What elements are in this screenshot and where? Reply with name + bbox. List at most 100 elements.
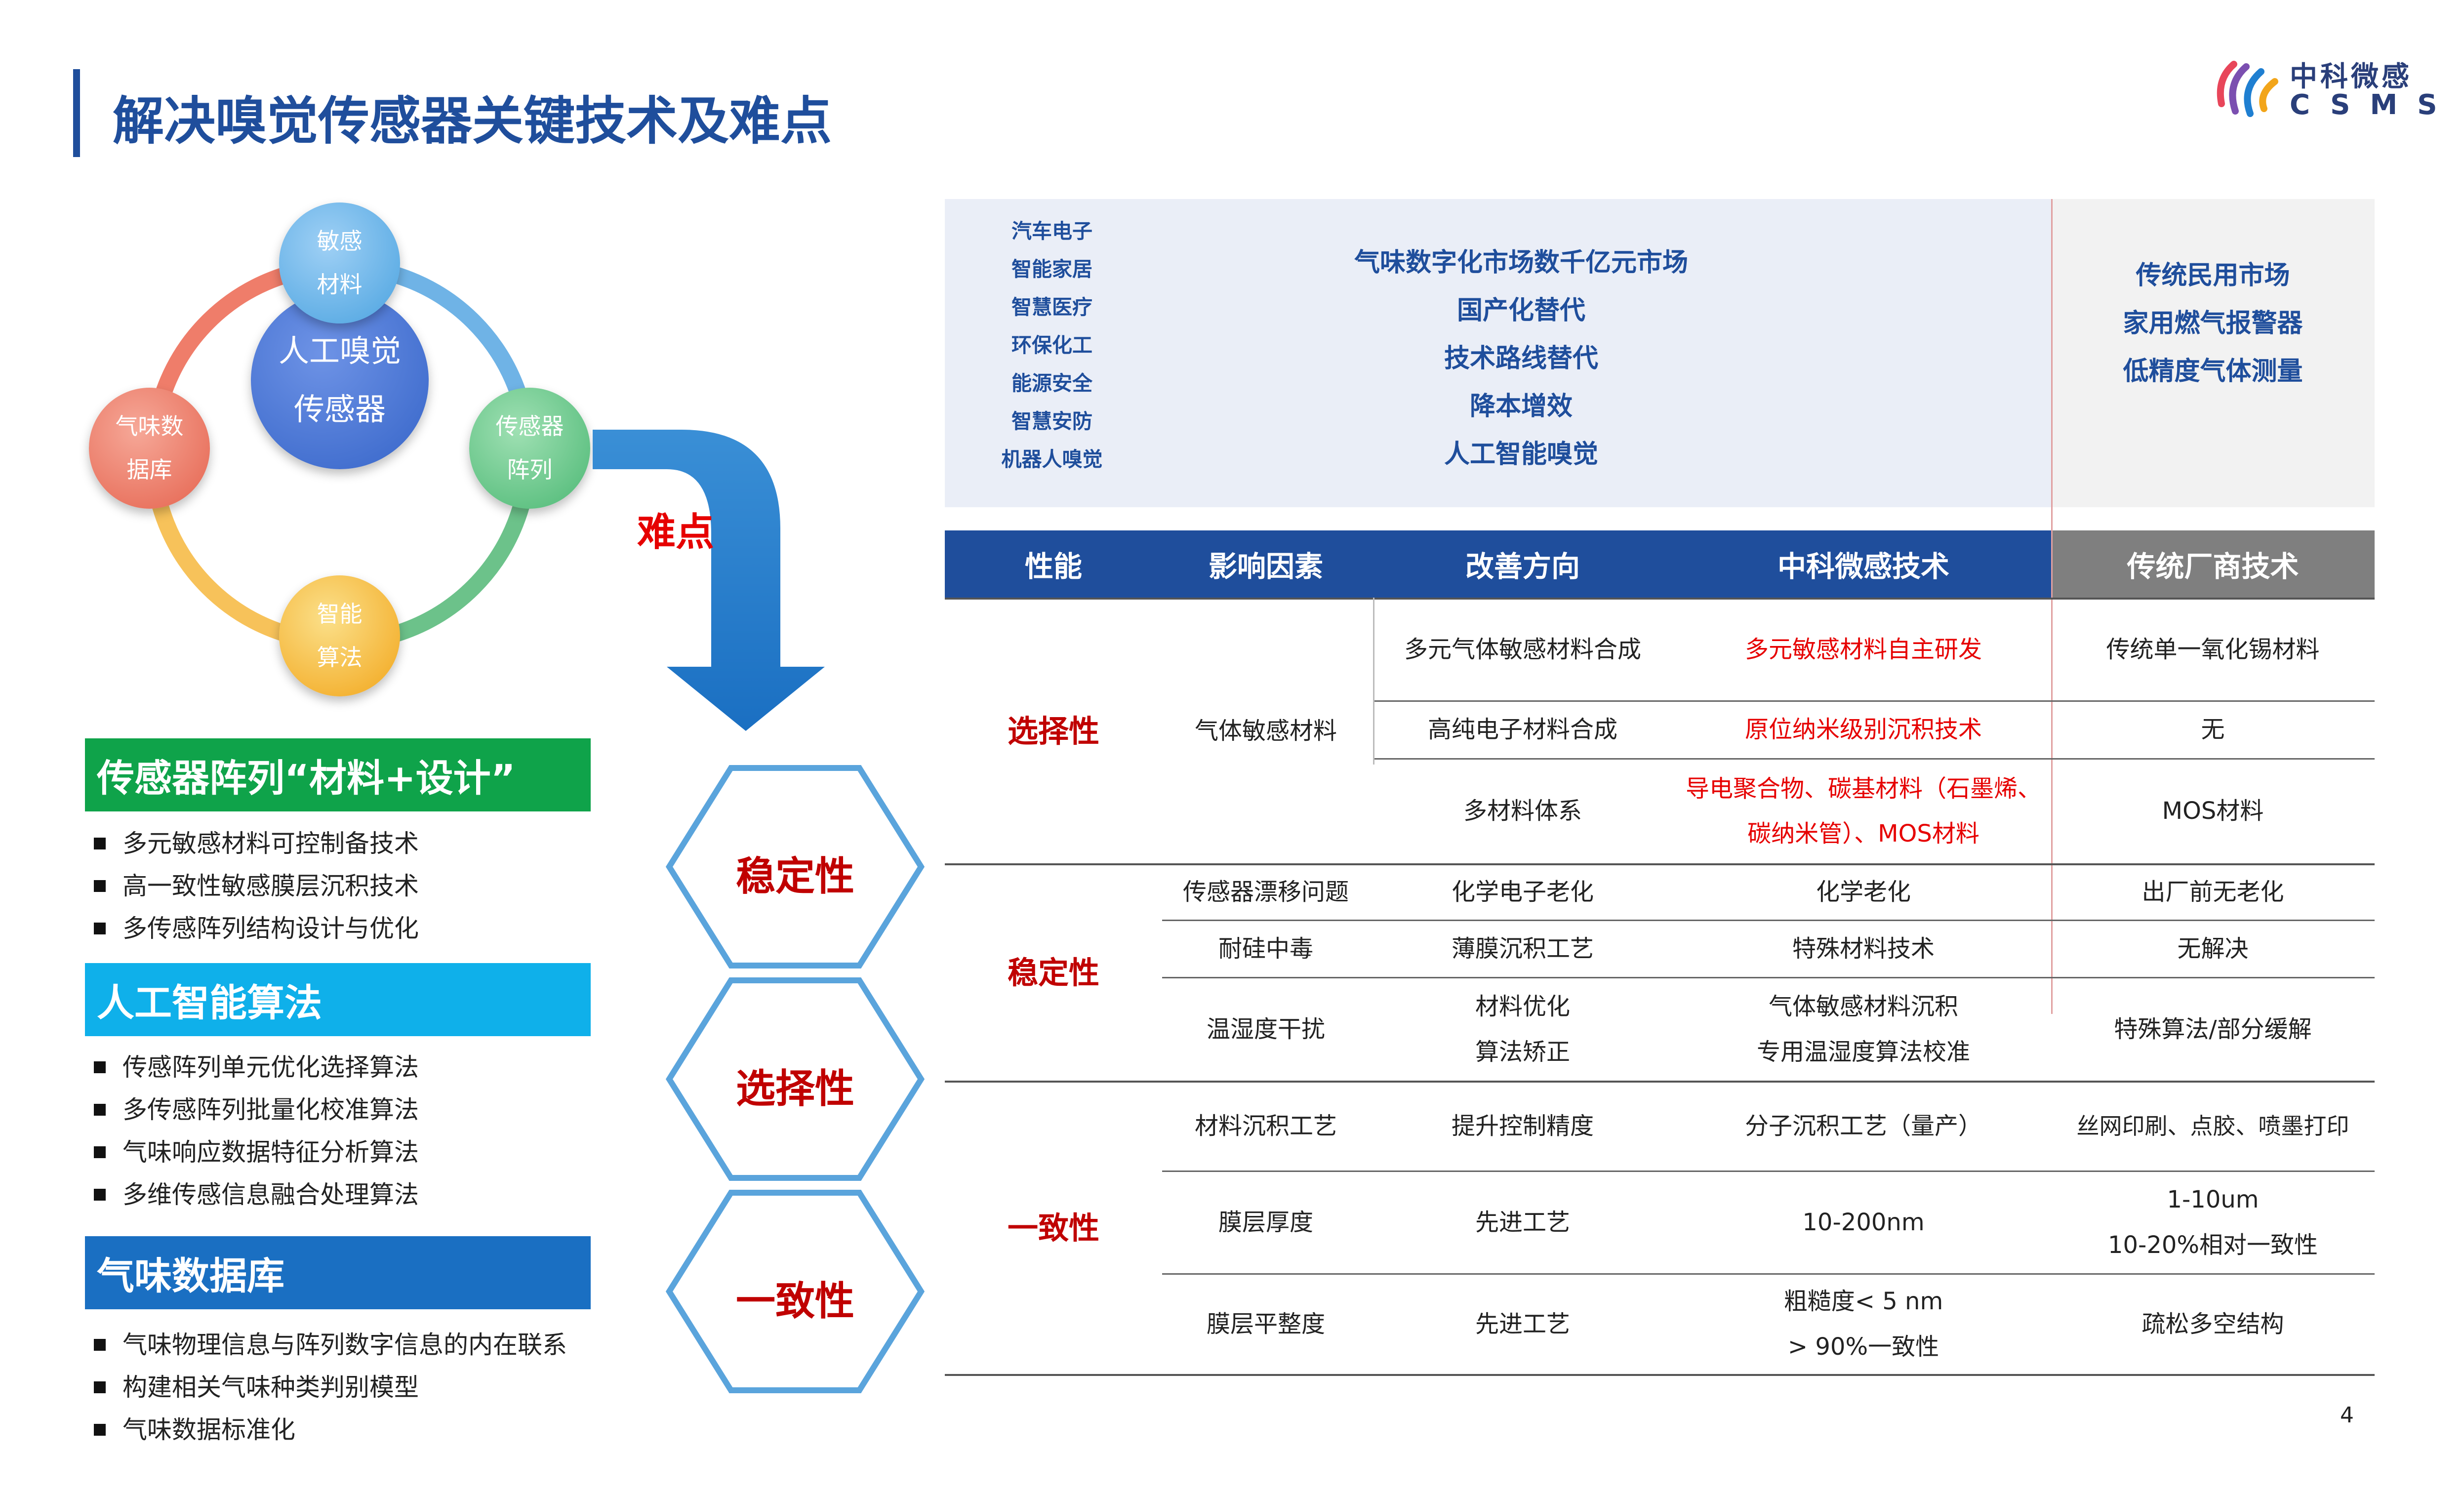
table-cell-factor: 气体敏感材料 [1162,600,1370,863]
list-item: 高一致性敏感膜层沉积技术 [94,865,419,907]
table-rule [1162,977,2375,978]
table-header-csms: 中科微感技术 [1777,550,1949,583]
table-cell-factor: 温湿度干扰 [1162,978,1370,1081]
table-cell-csms: 化学老化 [1676,865,2051,920]
bullet-square-icon [94,922,106,934]
market-driver-item: 人工智能嗅觉 [1444,440,1598,469]
cycle-node-algorithm: 智能 算法 [279,575,400,696]
list-item: 多传感阵列批量化校准算法 [94,1089,419,1131]
application-item: 环保化工 [1011,333,1092,357]
table-header-performance: 性能 [1024,550,1082,583]
cycle-node-database-line1: 气味数 [115,413,184,440]
table-rule [1373,700,2375,702]
market-driver-item: 国产化替代 [1456,296,1585,325]
table-cell-traditional: 无解决 [2051,921,2375,977]
list-item-text: 气味物理信息与阵列数字信息的内在联系 [122,1331,567,1359]
table-cell-direction: 先进工艺 [1370,1172,1676,1273]
table-cell-factor: 膜层厚度 [1162,1172,1370,1273]
table-cell-direction: 化学电子老化 [1370,865,1676,920]
factor-text: 膜层厚度 [1218,1208,1313,1236]
bullet-square-icon [94,1338,106,1351]
table-rule [945,598,2375,600]
table-rule [1373,758,2375,760]
performance-text: 选择性 [1007,713,1099,750]
performance-text: 稳定性 [1007,955,1099,991]
section-list-database: 气味物理信息与阵列数字信息的内在联系 构建相关气味种类判别模型 气味数据标准化 [94,1324,567,1451]
table-cell-direction: 多材料体系 [1370,760,1676,863]
traditional-text: 无 [2201,716,2225,744]
csms-text: > 90%一致性 [1787,1332,1939,1361]
application-item: 机器人嗅觉 [1001,447,1103,471]
direction-text: 薄膜沉积工艺 [1451,934,1594,963]
page-title: 解决嗅觉传感器关键技术及难点 [113,91,832,151]
csms-text: 分子沉积工艺（量产） [1744,1112,1982,1140]
factor-text: 耐硅中毒 [1218,934,1313,963]
application-item: 能源安全 [1011,371,1092,395]
csms-text: 气体敏感材料沉积 [1768,993,1958,1021]
table-cell-traditional: 疏松多空结构 [2051,1275,2375,1374]
direction-text: 高纯电子材料合成 [1427,716,1617,744]
table-cell-traditional: 特殊算法/部分缓解 [2051,978,2375,1081]
bullet-square-icon [94,880,106,892]
table-cell-traditional: 丝网印刷、点胶、喷墨打印 [2051,1083,2375,1170]
list-item: 气味数据标准化 [94,1409,567,1451]
list-item-text: 构建相关气味种类判别模型 [122,1373,419,1402]
cycle-center-line2: 传感器 [293,391,386,427]
list-item-text: 高一致性敏感膜层沉积技术 [122,872,419,900]
hexagon-stability: 稳定性 [736,853,854,899]
csms-text: 原位纳米级别沉积技术 [1744,716,1982,744]
list-item: 气味响应数据特征分析算法 [94,1131,419,1173]
direction-text: 先进工艺 [1475,1310,1570,1338]
table-cell-performance: 稳定性 [945,865,1162,1081]
traditional-text: 10-20%相对一致性 [2107,1231,2318,1259]
table-rule [945,1374,2375,1376]
table-cell-direction: 提升控制精度 [1370,1083,1676,1170]
traditional-market-item: 传统民用市场 [2136,261,2290,290]
csms-text: 粗糙度< 5 nm [1783,1288,1943,1316]
traditional-text: 无解决 [2177,934,2249,963]
cycle-node-array: 传感器 阵列 [469,388,590,509]
performance-text: 一致性 [1007,1210,1099,1247]
traditional-text: 出厂前无老化 [2141,878,2284,906]
cycle-node-material-line2: 材料 [317,271,363,298]
bullet-square-icon [94,1061,106,1073]
table-cell-csms: 10-200nm [1676,1172,2051,1273]
table-vrule [1373,598,1374,765]
cycle-node-array-line2: 阵列 [507,456,553,483]
table-cell-direction: 高纯电子材料合成 [1370,702,1676,758]
traditional-text: MOS材料 [2162,797,2264,825]
table-header-traditional: 传统厂商技术 [2127,550,2299,583]
factor-text: 膜层平整度 [1206,1310,1325,1338]
page-number: 4 [2340,1403,2354,1428]
bullet-square-icon [94,1423,106,1436]
table-cell-factor: 膜层平整度 [1162,1275,1370,1374]
table-rule [1162,1273,2375,1275]
table-cell-performance: 选择性 [945,600,1162,863]
table-header-factor: 影响因素 [1208,550,1323,583]
list-item-text: 气味数据标准化 [122,1415,295,1444]
traditional-market-list: 传统民用市场 家用燃气报警器 低精度气体测量 [2051,252,2375,396]
cycle-node-algorithm-line1: 智能 [317,601,363,628]
application-list: 汽车电子 智能家居 智慧医疗 环保化工 能源安全 智慧安防 机器人嗅觉 [968,212,1136,479]
factor-text: 温湿度干扰 [1206,1015,1325,1043]
direction-text: 提升控制精度 [1451,1112,1594,1140]
cycle-node-material-line1: 敏感 [317,228,363,255]
traditional-market-panel [2051,199,2375,507]
table-cell-direction: 多元气体敏感材料合成 [1370,600,1676,700]
logo-text-en: CSMS [2290,89,2457,121]
direction-text: 多元气体敏感材料合成 [1404,636,1641,664]
list-item: 多传感阵列结构设计与优化 [94,907,419,950]
hexagon-stack [665,765,925,1393]
direction-text: 算法矫正 [1475,1038,1570,1066]
market-driver-item: 技术路线替代 [1444,344,1598,373]
table-cell-traditional: MOS材料 [2051,760,2375,863]
direction-text: 多材料体系 [1463,797,1582,825]
cycle-node-database: 气味数 据库 [89,388,210,509]
csms-text: 专用温湿度算法校准 [1756,1038,1970,1066]
traditional-text: 疏松多空结构 [2141,1310,2284,1338]
table-cell-csms: 气体敏感材料沉积专用温湿度算法校准 [1676,978,2051,1081]
table-cell-csms: 多元敏感材料自主研发 [1676,600,2051,700]
cycle-node-algorithm-line2: 算法 [317,644,363,671]
section-header-array: 传感器阵列“材料+设计” [85,738,591,811]
